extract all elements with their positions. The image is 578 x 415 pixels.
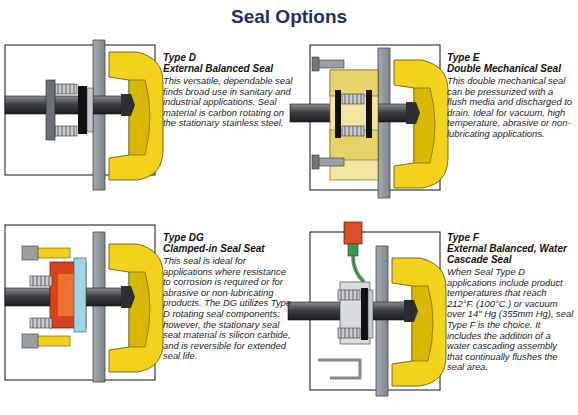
seal-description-text: This versatile, dependable seal finds br… — [163, 76, 293, 129]
seal-name: External Balanced, Water Cascade Seal — [447, 243, 574, 265]
seal-description-text: This seal is ideal for applications wher… — [163, 256, 293, 362]
seal-description: Type DGClamped-in Seal SeatThis seal is … — [163, 232, 293, 362]
seal-type: Type F — [447, 232, 574, 243]
page-title: Seal Options — [231, 6, 347, 28]
seal-name: External Balanced Seal — [163, 63, 293, 74]
seal-type: Type DG — [163, 232, 293, 243]
seal-name: Double Mechanical Seal — [447, 63, 574, 74]
seal-description: Type FExternal Balanced, Water Cascade S… — [447, 232, 574, 373]
seal-description: Type DExternal Balanced SealThis versati… — [163, 52, 293, 129]
seal-type: Type D — [163, 52, 293, 63]
seal-name: Clamped-in Seal Seat — [163, 243, 293, 254]
seal-description: Type EDouble Mechanical SealThis double … — [447, 52, 574, 140]
seal-description-text: When Seal Type D applications include pr… — [447, 267, 574, 373]
seal-type: Type E — [447, 52, 574, 63]
seal-description-text: This double mechanical seal can be press… — [447, 76, 574, 140]
